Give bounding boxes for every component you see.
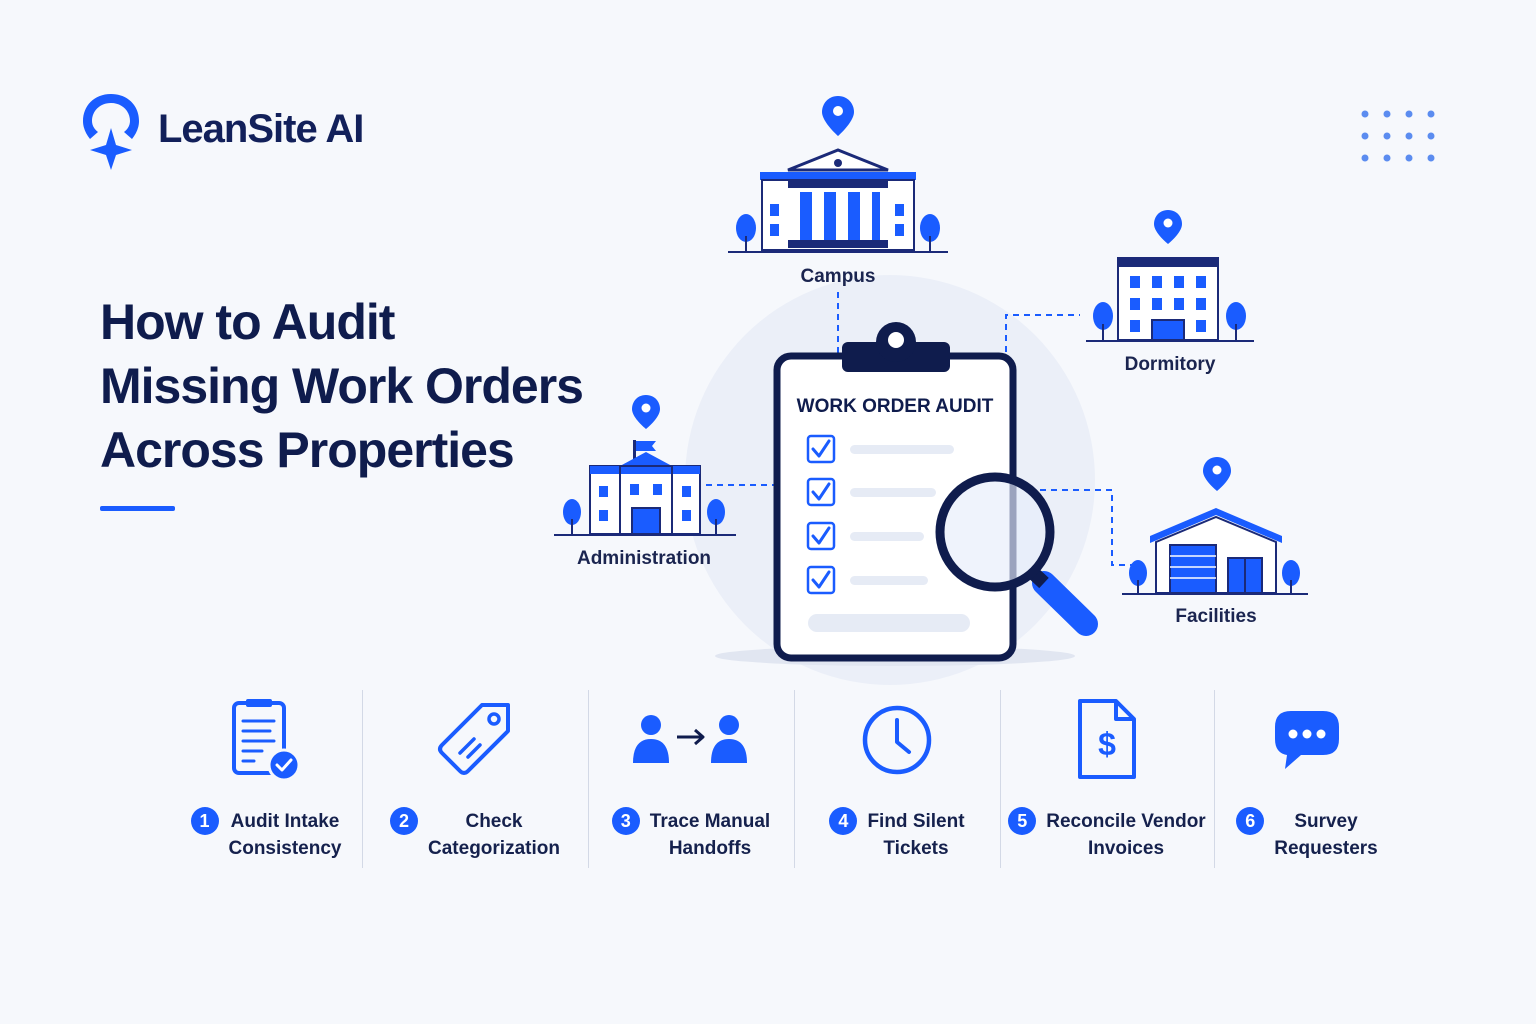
checklist-footer-bar (808, 614, 970, 632)
brand-name: LeanSite AI (158, 106, 364, 151)
connector-lines (695, 292, 1135, 566)
title-line-3: Across Properties (100, 422, 515, 478)
step-6-number: 6 (1236, 807, 1265, 835)
administration-building-icon (554, 395, 736, 536)
step-divider (588, 690, 589, 868)
checklist-line-2 (850, 488, 936, 497)
facilities-warehouse-icon (1122, 457, 1308, 595)
dot-grid-decoration (1361, 110, 1435, 162)
title-underline (100, 506, 175, 511)
step-3-number: 3 (611, 807, 640, 835)
checkbox-1-icon (806, 434, 836, 464)
clipboard-icon (773, 322, 1017, 662)
campus-building-icon (728, 96, 948, 253)
checklist-line-3 (850, 532, 924, 541)
step-divider (794, 690, 795, 868)
clipboard-title: WORK ORDER AUDIT (797, 396, 994, 417)
chat-bubble-icon (1275, 711, 1339, 769)
connector-facilities (1040, 489, 1135, 566)
svg-text:$: $ (1098, 726, 1116, 762)
brand: LeanSite AI (78, 88, 364, 170)
page-title: How to Audit Missing Work Orders Across … (100, 290, 584, 482)
handoff-people-icon (633, 715, 747, 763)
audit-diagram: WORK ORDER AUDIT (554, 96, 1308, 685)
dormitory-building-icon (1086, 210, 1254, 342)
checklist (806, 434, 970, 632)
step-1-number: 1 (190, 807, 219, 835)
checkbox-4-icon (806, 565, 836, 595)
title-line-1: How to Audit (100, 294, 395, 350)
property-label-dormitory: Dormitory (1124, 354, 1216, 375)
invoice-dollar-icon: $ (1078, 699, 1136, 779)
tag-icon (438, 703, 510, 775)
checklist-line-4 (850, 576, 928, 585)
step-5-number: 5 (1008, 807, 1037, 835)
step-divider (1214, 690, 1215, 868)
step-4-number: 4 (829, 807, 858, 835)
checkbox-2-icon (806, 477, 836, 507)
document-check-icon (232, 699, 301, 782)
property-label-facilities: Facilities (1175, 606, 1257, 627)
property-label-campus: Campus (800, 266, 876, 287)
step-divider (362, 690, 363, 868)
location-star-icon (83, 94, 139, 170)
step-divider (1000, 690, 1001, 868)
title-line-2: Missing Work Orders (100, 358, 584, 414)
property-label-administration: Administration (576, 548, 712, 569)
checkbox-3-icon (806, 521, 836, 551)
connector-dormitory (1005, 314, 1080, 352)
checklist-line-1 (850, 445, 954, 454)
magnifying-glass-icon (935, 472, 1098, 636)
step-2-number: 2 (390, 807, 419, 835)
clock-icon (862, 705, 932, 775)
